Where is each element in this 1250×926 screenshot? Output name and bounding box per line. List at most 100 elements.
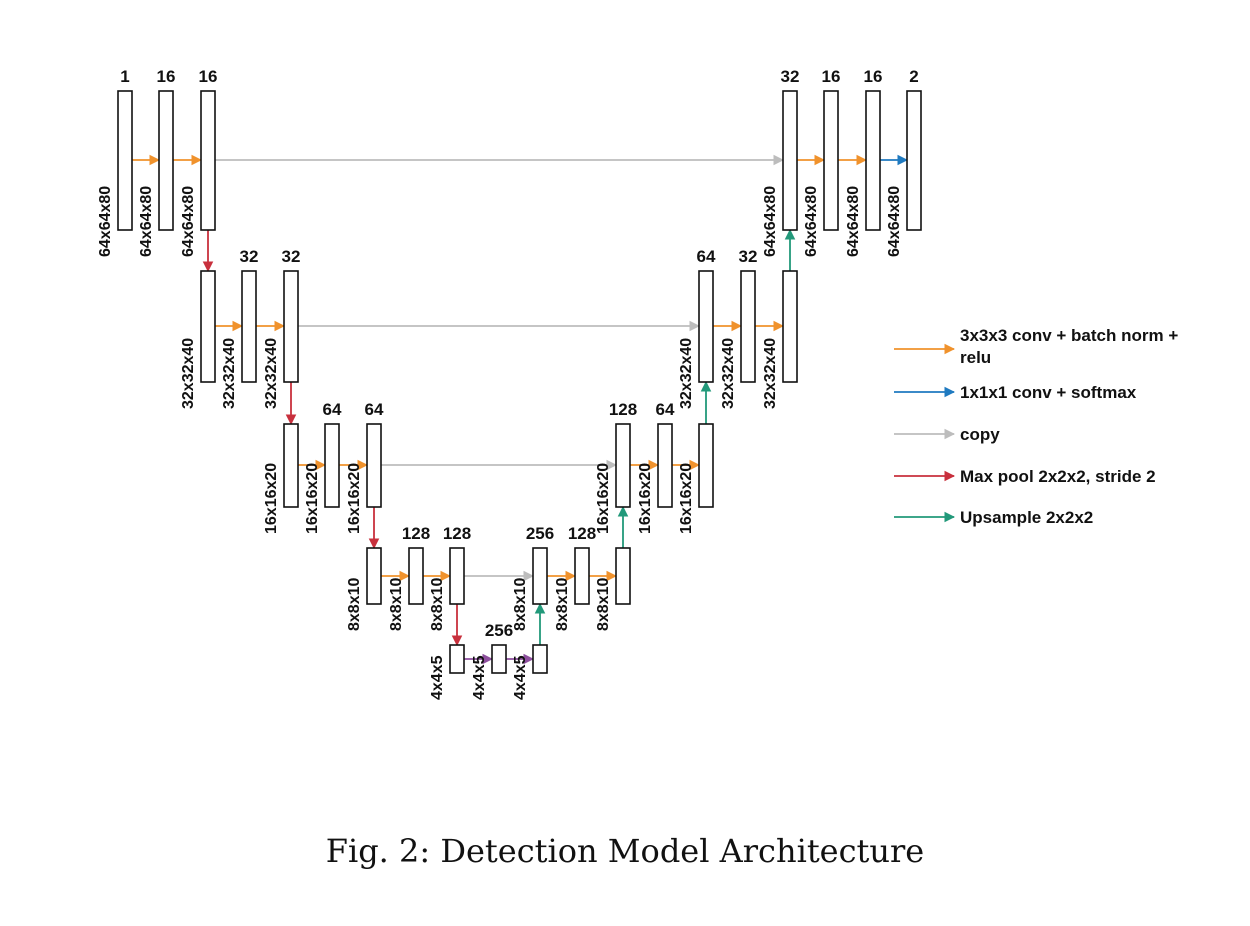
size-label: 32x32x40 [180,338,197,409]
feature-block-e2c: 32 32x32x40 [263,247,300,409]
channel-label: 64 [323,400,342,419]
figure-caption: Fig. 2: Detection Model Architecture [325,832,925,870]
size-label: 64x64x80 [180,186,197,257]
channel-label: 128 [609,400,637,419]
block-rect [283,270,299,383]
feature-block-d4a: 256 8x8x10 [512,524,554,631]
channel-label: 64 [697,247,716,266]
block-rect [449,644,465,674]
block-rect [532,547,548,605]
block-rect [782,270,798,383]
legend-item-copy: copy [894,425,1000,444]
legend-item-upsample: Upsample 2x2x2 [894,508,1093,527]
size-label: 64x64x80 [845,186,862,257]
legend-label: relu [960,348,991,367]
legend-label: 3x3x3 conv + batch norm + [960,326,1178,345]
block-rect [615,547,631,605]
channel-label: 128 [568,524,596,543]
size-label: 16x16x20 [346,463,363,534]
channel-label: 32 [282,247,301,266]
feature-block-e2a: 32x32x40 [180,270,216,409]
size-label: 8x8x10 [388,578,405,631]
feature-block-b3: 4x4x5 [512,644,548,700]
channel-label: 64 [656,400,675,419]
size-label: 8x8x10 [512,578,529,631]
size-label: 64x64x80 [803,186,820,257]
feature-block-d2c: 32x32x40 [762,270,798,409]
channel-label: 128 [402,524,430,543]
block-rect [740,270,756,383]
block-rect [865,90,881,231]
feature-block-b1: 4x4x5 [429,644,465,700]
size-label: 32x32x40 [720,338,737,409]
feature-block-d2a: 64 32x32x40 [678,247,716,409]
size-label: 64x64x80 [886,186,903,257]
block-rect [782,90,798,231]
size-label: 64x64x80 [138,186,155,257]
size-label: 8x8x10 [429,578,446,631]
size-label: 16x16x20 [263,463,280,534]
block-rect [158,90,174,231]
size-label: 4x4x5 [512,655,529,700]
block-rect [241,270,257,383]
block-rect [532,644,548,674]
channel-label: 16 [157,67,176,86]
block-rect [615,423,631,508]
channel-label: 32 [240,247,259,266]
channel-label: 16 [864,67,883,86]
channel-label: 1 [120,67,129,86]
legend-item-maxpool: Max pool 2x2x2, stride 2 [894,467,1156,486]
feature-block-e2b: 32 32x32x40 [221,247,258,409]
feature-block-d4c: 8x8x10 [595,547,631,631]
block-rect [200,270,216,383]
feature-block-d1c: 16 64x64x80 [845,67,882,257]
feature-block-d4b: 128 8x8x10 [554,524,596,631]
blocks-layer: 164x64x801664x64x801664x64x8032x32x40323… [97,67,922,700]
legend-item-conv: 3x3x3 conv + batch norm + relu [894,326,1178,367]
size-label: 8x8x10 [554,578,571,631]
block-rect [408,547,424,605]
size-label: 32x32x40 [221,338,238,409]
legend-item-softmax: 1x1x1 conv + softmax [894,383,1137,402]
connections-layer [132,154,909,665]
channel-label: 128 [443,524,471,543]
size-label: 8x8x10 [346,578,363,631]
size-label: 4x4x5 [471,655,488,700]
size-label: 64x64x80 [97,186,114,257]
feature-block-d1b: 16 64x64x80 [803,67,840,257]
block-rect [283,423,299,508]
block-rect [366,423,382,508]
channel-label: 16 [822,67,841,86]
feature-block-e1a: 1 64x64x80 [97,67,133,257]
feature-block-d3c: 16x16x20 [678,423,714,534]
size-label: 32x32x40 [678,338,695,409]
feature-block-e4b: 128 8x8x10 [388,524,430,631]
legend: 3x3x3 conv + batch norm + relu 1x1x1 conv … [894,326,1178,527]
block-rect [366,547,382,605]
channel-label: 256 [526,524,554,543]
block-rect [491,644,507,674]
channel-label: 16 [199,67,218,86]
block-rect [574,547,590,605]
legend-label: copy [960,425,1000,444]
feature-block-b2: 256 4x4x5 [471,621,513,700]
feature-block-e4a: 8x8x10 [346,547,382,631]
legend-label: 1x1x1 conv + softmax [960,383,1137,402]
feature-block-e1b: 16 64x64x80 [138,67,175,257]
size-label: 16x16x20 [678,463,695,534]
channel-label: 256 [485,621,513,640]
block-rect [698,270,714,383]
block-rect [200,90,216,231]
feature-block-e3a: 16x16x20 [263,423,299,534]
block-rect [657,423,673,508]
size-label: 32x32x40 [263,338,280,409]
block-rect [823,90,839,231]
size-label: 32x32x40 [762,338,779,409]
